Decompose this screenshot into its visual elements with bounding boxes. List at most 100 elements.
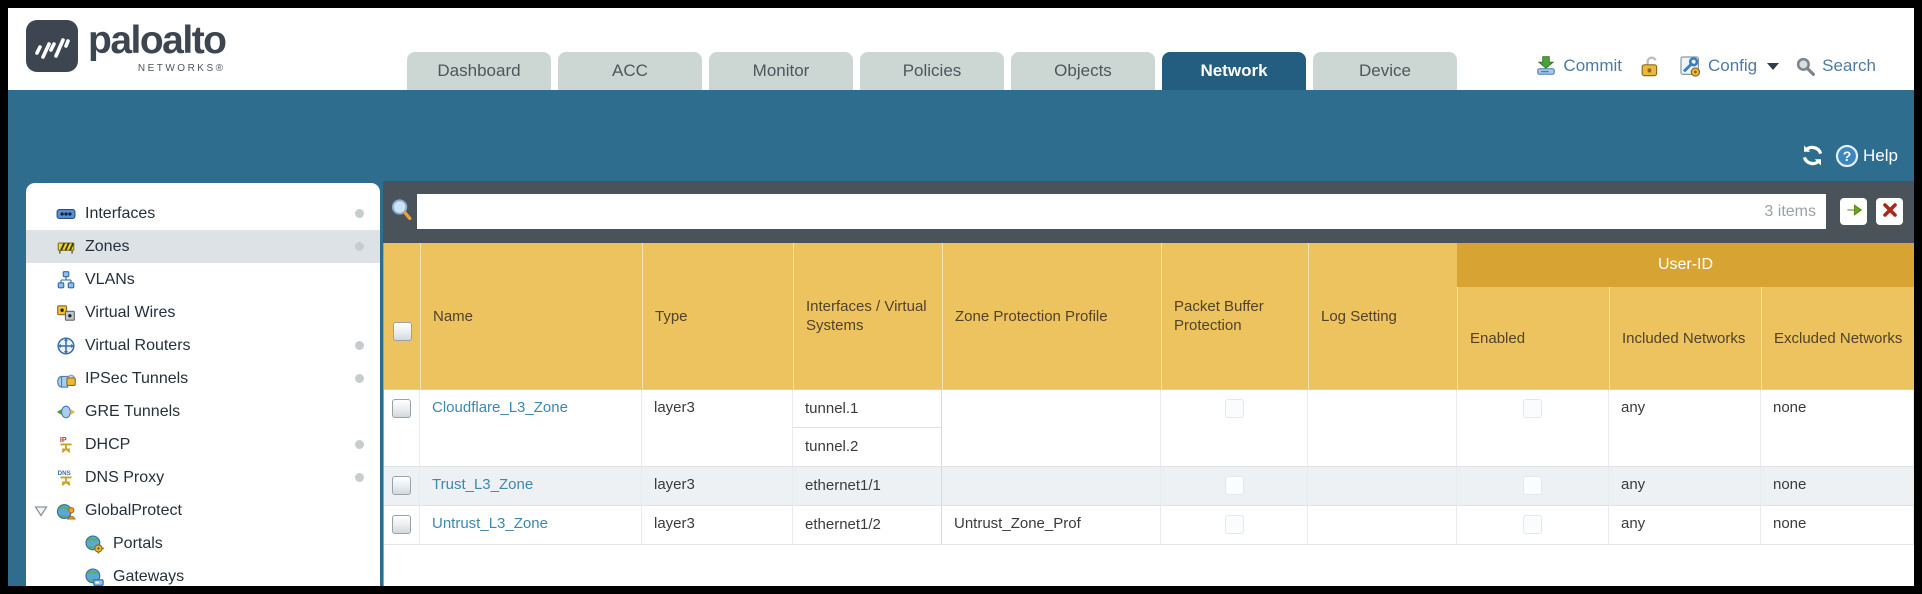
brand-wordmark: paloalto — [88, 19, 227, 62]
zone-name-link[interactable]: Trust_L3_Zone — [432, 476, 534, 493]
sidebar-item-globalprotect[interactable]: GlobalProtect — [26, 494, 380, 527]
cell-type: layer3 — [642, 390, 793, 466]
column-label: Included Networks — [1622, 329, 1746, 347]
sidebar-item-portals[interactable]: Portals — [26, 527, 380, 560]
cell-interfaces: ethernet1/1 — [793, 467, 942, 505]
dns-proxy-icon: DNS — [56, 468, 76, 488]
tab-network[interactable]: Network — [1162, 52, 1306, 90]
tab-monitor[interactable]: Monitor — [709, 52, 853, 90]
gre-tunnels-icon — [56, 402, 76, 422]
sidebar-item-ipsec-tunnels[interactable]: IPSec Tunnels — [26, 362, 380, 395]
header-cell-packet-buffer-protection[interactable]: Packet Buffer Protection — [1161, 243, 1308, 389]
sidebar-item-zones[interactable]: Zones — [26, 230, 380, 263]
cell-row-select — [384, 467, 420, 505]
header-cell-enabled[interactable]: Enabled — [1457, 243, 1609, 389]
search-icon — [1795, 56, 1816, 77]
zone-name-link[interactable]: Untrust_L3_Zone — [432, 515, 548, 532]
cell-log-setting — [1308, 467, 1457, 505]
tab-objects[interactable]: Objects — [1011, 52, 1155, 90]
column-label: Enabled — [1470, 329, 1526, 347]
apply-filter-button[interactable] — [1840, 198, 1867, 225]
refresh-icon[interactable] — [1800, 143, 1825, 168]
header-cell-excluded-networks[interactable]: Excluded Networks — [1761, 243, 1914, 389]
sidebar-item-gateways[interactable]: Gateways — [26, 560, 380, 586]
lock-button[interactable] — [1638, 54, 1662, 78]
sidebar-item-vlans[interactable]: VLANs — [26, 263, 380, 296]
zone-name-link[interactable]: Cloudflare_L3_Zone — [432, 399, 568, 416]
interface-entry: tunnel.2 — [805, 438, 859, 455]
header-cell-name[interactable]: Name — [420, 243, 642, 389]
sidebar-item-label: DNS Proxy — [85, 468, 165, 486]
expand-triangle-icon[interactable] — [34, 504, 48, 518]
filter-search-icon — [390, 198, 414, 227]
tab-dashboard[interactable]: Dashboard — [407, 52, 551, 90]
header-cell-type[interactable]: Type — [642, 243, 793, 389]
gateways-icon — [84, 567, 104, 587]
header-cell-included-networks[interactable]: Included Networks — [1609, 243, 1761, 389]
column-label: Name — [433, 307, 474, 325]
row-checkbox[interactable] — [392, 476, 411, 495]
row-checkbox[interactable] — [392, 515, 411, 534]
tab-acc[interactable]: ACC — [558, 52, 702, 90]
status-dot — [355, 473, 364, 482]
packet-buffer-protection-checkbox — [1224, 515, 1244, 534]
sidebar-item-gre-tunnels[interactable]: GRE Tunnels — [26, 395, 380, 428]
sidebar-item-label: GlobalProtect — [85, 501, 182, 519]
zones-icon — [56, 237, 76, 257]
header-actions: Commit Config Search — [1535, 54, 1876, 78]
sidebar-item-label: Interfaces — [85, 204, 156, 222]
cell-name: Untrust_L3_Zone — [420, 506, 642, 544]
cell-included-networks: any — [1609, 390, 1761, 466]
tab-device[interactable]: Device — [1313, 52, 1457, 90]
cell-user-id-enabled — [1457, 506, 1609, 544]
cell-name: Trust_L3_Zone — [420, 467, 642, 505]
search-button[interactable]: Search — [1795, 56, 1876, 77]
globalprotect-icon — [56, 501, 76, 521]
cell-interfaces: ethernet1/2 — [793, 506, 942, 544]
clear-filter-button[interactable] — [1876, 198, 1903, 225]
header-cell-interfaces-virtual-systems[interactable]: Interfaces / Virtual Systems — [793, 243, 942, 389]
header-cell-select-all — [384, 243, 420, 389]
commit-label: Commit — [1563, 56, 1622, 75]
help-icon: ? — [1835, 144, 1859, 168]
sidebar-item-virtual-wires[interactable]: Virtual Wires — [26, 296, 380, 329]
config-menu-button[interactable]: Config — [1678, 54, 1780, 78]
header-cell-log-setting[interactable]: Log Setting — [1308, 243, 1457, 389]
commit-button[interactable]: Commit — [1535, 55, 1622, 77]
sidebar-item-label: Virtual Wires — [85, 303, 176, 321]
sidebar-item-virtual-routers[interactable]: Virtual Routers — [26, 329, 380, 362]
config-label: Config — [1707, 56, 1758, 75]
tab-label: Network — [1200, 61, 1268, 80]
status-dot — [355, 440, 364, 449]
portals-icon — [84, 534, 104, 554]
help-button[interactable]: ? Help — [1835, 144, 1898, 168]
column-label: Excluded Networks — [1774, 329, 1903, 347]
packet-buffer-protection-checkbox — [1224, 399, 1244, 418]
brand-logo: paloalto NETWORKS® — [26, 19, 227, 77]
tab-policies[interactable]: Policies — [860, 52, 1004, 90]
search-label: Search — [1822, 56, 1876, 75]
status-dot — [355, 209, 364, 218]
header-cell-zone-protection-profile[interactable]: Zone Protection Profile — [942, 243, 1161, 389]
row-checkbox[interactable] — [392, 399, 411, 418]
sidebar-item-dns-proxy[interactable]: DNS DNS Proxy — [26, 461, 380, 494]
brand-sub-wordmark: NETWORKS® — [137, 63, 226, 74]
ipsec-tunnels-icon — [56, 369, 76, 389]
sidebar-item-interfaces[interactable]: Interfaces — [26, 197, 380, 230]
tab-label: Policies — [902, 61, 962, 80]
select-all-checkbox[interactable] — [392, 321, 412, 341]
cell-excluded-networks: none — [1761, 467, 1914, 505]
band-actions: ? Help — [1800, 143, 1898, 168]
tab-label: Dashboard — [437, 61, 521, 80]
help-label: Help — [1863, 145, 1898, 165]
filter-input[interactable] — [417, 194, 1826, 229]
items-count: 3 items — [1764, 203, 1816, 220]
interfaces-icon — [56, 204, 76, 224]
